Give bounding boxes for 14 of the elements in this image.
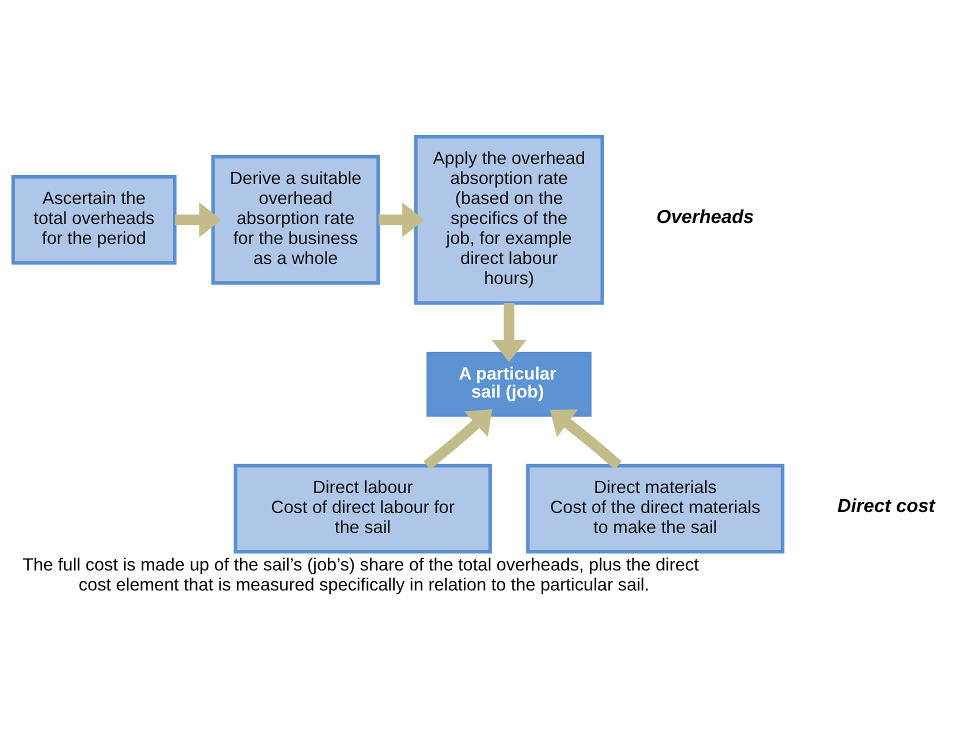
arrow [378,202,424,238]
node-box: Apply the overhead absorption rate (based on the specifics of the job, for example direct labour hours) [414,134,604,305]
caption: The full cost is made up of the sail’s (job’s) share of the total overheads, plus the direct cost element that is measured specifically in relation to the particular sail. [22,554,699,595]
arrow [175,202,222,238]
node-box: A particular sail (job) [426,352,592,417]
node-box: Ascertain the total overheads for the period [11,175,177,265]
arrow [492,303,526,362]
node-box: Direct labour Cost of direct labour for the sail [234,464,492,554]
node-box: Derive a suitable overhead absorption rate for the business as a whole [211,155,380,285]
arrow [424,409,492,470]
arrow [550,409,622,470]
label: Direct cost [837,495,935,516]
label: Overheads [656,206,754,228]
node-box: Direct materials Cost of the direct materials to make the sail [526,464,784,554]
